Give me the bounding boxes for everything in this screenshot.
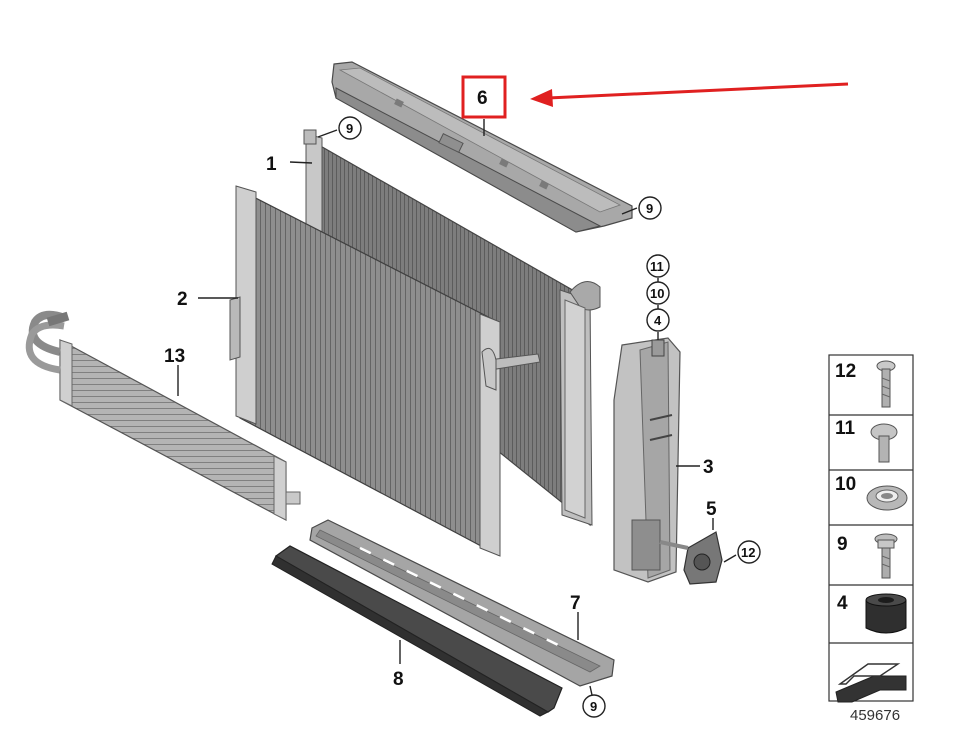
svg-text:4: 4 [654, 313, 662, 328]
svg-text:9: 9 [646, 201, 653, 216]
callout-7: 7 [570, 593, 581, 614]
circled-callout-4: 4 [646, 308, 670, 332]
svg-text:12: 12 [835, 361, 856, 382]
circled-callout-10: 10 [646, 281, 670, 305]
svg-text:11: 11 [835, 418, 856, 439]
svg-text:10: 10 [835, 474, 856, 495]
rubber-mount-icon [865, 593, 907, 634]
screw-collar-icon [874, 533, 898, 579]
callout-5: 5 [706, 499, 717, 520]
svg-text:11: 11 [650, 259, 664, 274]
svg-text:9: 9 [346, 121, 353, 136]
pointer-arrow-icon [530, 82, 849, 107]
svg-text:12: 12 [741, 545, 755, 560]
circled-callout-11: 11 [646, 254, 670, 278]
expanding-rivet-icon [870, 423, 898, 463]
lower-air-guide[interactable] [309, 519, 615, 687]
callout-2: 2 [177, 289, 188, 310]
circled-callout-9-right: 9 [638, 196, 662, 220]
svg-text:10: 10 [650, 286, 664, 301]
callout-13: 13 [164, 346, 185, 367]
upper-air-guide[interactable] [331, 61, 633, 233]
screw-round-head-icon [876, 360, 896, 408]
svg-text:9: 9 [837, 534, 848, 555]
legend-row-4: 4 [837, 593, 907, 634]
callout-1: 1 [266, 154, 277, 175]
circled-callout-12: 12 [737, 540, 761, 564]
reference-number: 459676 [850, 707, 900, 724]
circled-callout-9-top: 9 [338, 116, 362, 140]
callout-3: 3 [703, 457, 714, 478]
callout-6: 6 [477, 88, 488, 109]
callout-6-highlight[interactable]: 6 [461, 75, 507, 119]
oil-cooler[interactable] [25, 310, 301, 521]
seal-strip[interactable] [271, 545, 563, 717]
callout-8: 8 [393, 669, 404, 690]
fastener-legend: 12 11 10 [828, 354, 914, 703]
svg-text:4: 4 [837, 593, 848, 614]
legend-row-10: 10 [835, 474, 908, 511]
direction-of-travel-arrow-icon [835, 663, 907, 703]
svg-text:9: 9 [590, 699, 597, 714]
legend-row-12: 12 [835, 360, 896, 408]
legend-row-9: 9 [837, 533, 898, 579]
grommet-ring-icon [866, 485, 908, 511]
legend-row-11: 11 [835, 418, 898, 463]
condenser-front[interactable] [229, 185, 541, 557]
side-air-duct[interactable] [613, 337, 681, 583]
circled-callout-9-bottom: 9 [582, 694, 606, 718]
mounting-bracket[interactable] [659, 531, 723, 585]
